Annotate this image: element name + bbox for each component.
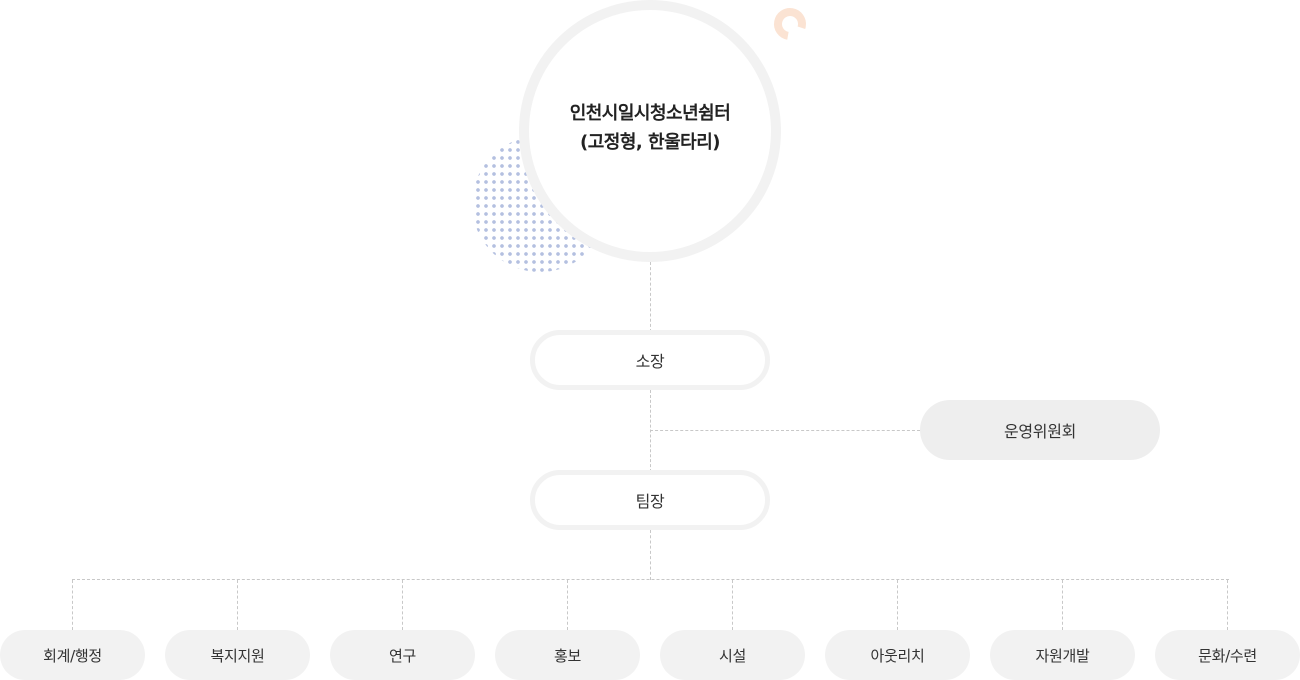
connector-dept [237, 580, 238, 630]
dept-research: 연구 [330, 630, 475, 680]
connector-root-director [650, 262, 651, 332]
connector-dept [567, 580, 568, 630]
dept-outreach: 아웃리치 [825, 630, 970, 680]
accent-ring-decoration [774, 8, 806, 40]
connector-dept-bus [72, 579, 1229, 580]
dept-welfare-support: 복지지원 [165, 630, 310, 680]
connector-dept [897, 580, 898, 630]
connector-dept [1062, 580, 1063, 630]
dept-resource-development: 자원개발 [990, 630, 1135, 680]
committee-node: 운영위원회 [920, 400, 1160, 460]
connector-dept [402, 580, 403, 630]
dept-facilities: 시설 [660, 630, 805, 680]
dept-accounting-admin: 회계/행정 [0, 630, 145, 680]
connector-team-depts [650, 530, 651, 580]
dept-culture-training: 문화/수련 [1155, 630, 1300, 680]
connector-dept [732, 580, 733, 630]
root-title-line2: (고정형, 한울타리) [580, 132, 720, 153]
root-node: 인천시일시청소년쉼터 (고정형, 한울타리) [519, 0, 781, 262]
root-title-line1: 인천시일시청소년쉼터 [569, 103, 731, 124]
connector-director-team [650, 390, 651, 472]
team-leader-node: 팀장 [530, 470, 770, 530]
connector-committee [650, 430, 920, 431]
director-node: 소장 [530, 330, 770, 390]
dept-promotion: 홍보 [495, 630, 640, 680]
connector-dept [1227, 580, 1228, 630]
connector-dept [72, 580, 73, 630]
